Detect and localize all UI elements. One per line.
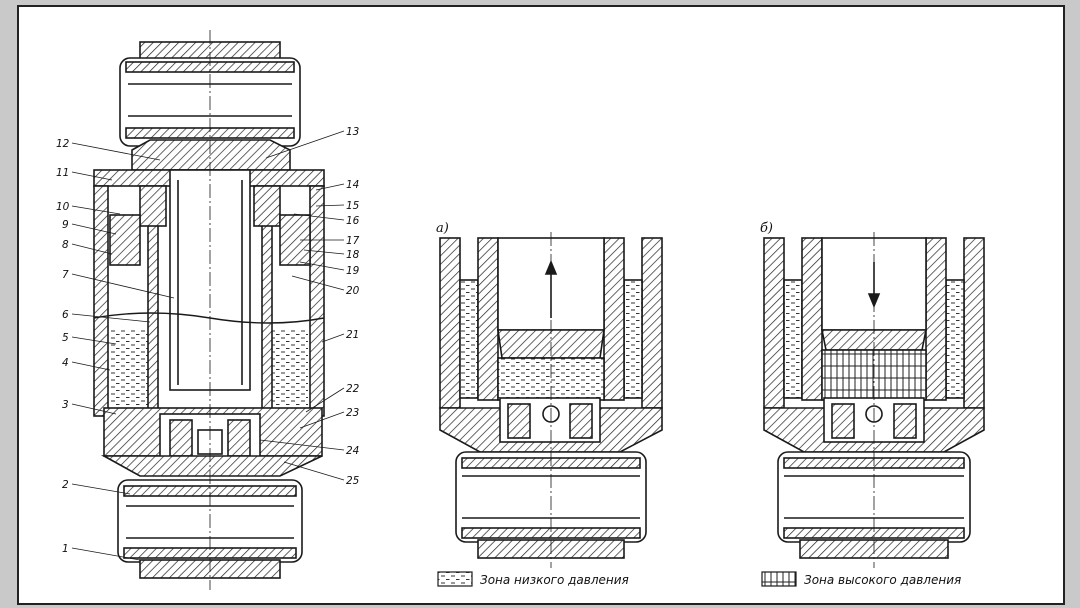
part-label-16: 16 — [346, 215, 360, 227]
part-label-3: 3 — [62, 399, 69, 411]
view-a-label: а) — [436, 221, 449, 236]
part-label-5: 5 — [62, 332, 69, 344]
legend: Зона низкого давления Зона высокого давл… — [437, 571, 961, 587]
view-b-label: б) — [760, 221, 773, 236]
view-a-drawing — [439, 232, 663, 568]
part-label-6: 6 — [62, 309, 69, 321]
part-label-10: 10 — [56, 201, 70, 213]
part-label-21: 21 — [346, 329, 359, 341]
part-label-25: 25 — [346, 475, 360, 487]
part-label-4: 4 — [62, 357, 69, 369]
part-label-1: 1 — [62, 543, 69, 555]
view-b-drawing — [763, 232, 985, 568]
part-label-24: 24 — [346, 445, 359, 457]
leader-lines — [71, 130, 345, 561]
part-label-19: 19 — [346, 265, 360, 277]
part-label-17: 17 — [346, 235, 360, 247]
part-label-9: 9 — [62, 219, 69, 231]
part-label-14: 14 — [346, 179, 359, 191]
legend-swatch-low — [437, 571, 473, 587]
part-label-15: 15 — [346, 200, 360, 212]
legend-label-low: Зона низкого давления — [480, 573, 629, 587]
part-label-20: 20 — [346, 285, 360, 297]
part-label-7: 7 — [62, 269, 69, 281]
legend-swatch-high — [761, 571, 797, 587]
part-number-labels: 1 2 3 4 5 6 7 8 9 10 11 12 13 14 15 16 1… — [56, 126, 360, 555]
part-label-23: 23 — [346, 407, 359, 419]
part-label-22: 22 — [346, 383, 360, 395]
part-label-11: 11 — [56, 167, 69, 179]
main-section-drawing — [93, 30, 325, 590]
part-label-12: 12 — [56, 138, 70, 150]
part-label-13: 13 — [346, 126, 359, 138]
part-label-18: 18 — [346, 249, 360, 261]
part-label-2: 2 — [62, 479, 69, 491]
part-label-8: 8 — [62, 239, 69, 251]
legend-label-high: Зона высокого давления — [804, 573, 961, 587]
